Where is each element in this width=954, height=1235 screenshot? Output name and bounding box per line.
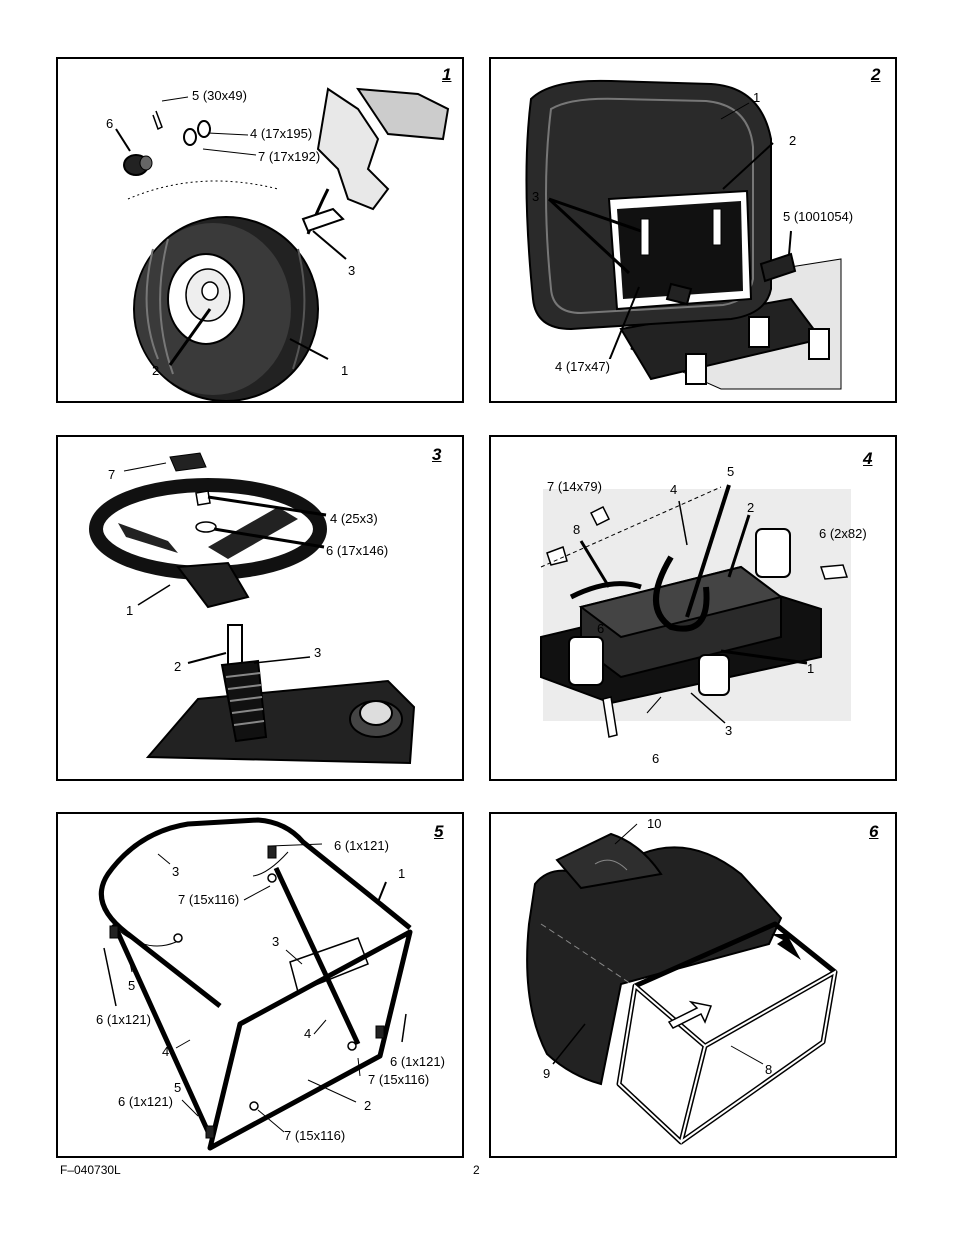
- part-label: 7: [108, 467, 116, 482]
- part-label: 5: [174, 1080, 182, 1095]
- part-label: 7 (14x79): [547, 479, 602, 494]
- part-label: 3: [348, 263, 356, 278]
- part-label: 2: [152, 363, 160, 378]
- part-label: 9: [543, 1066, 551, 1081]
- part-label: 3: [272, 934, 280, 949]
- part-label: 4: [162, 1044, 170, 1059]
- part-label: 7 (15x116): [284, 1128, 346, 1143]
- part-label: 3: [725, 723, 733, 738]
- part-label: 1: [341, 363, 349, 378]
- part-label: 6 (1x121): [96, 1012, 151, 1027]
- part-label: 10: [647, 816, 662, 831]
- part-label: 4: [670, 482, 678, 497]
- part-label: 8: [573, 522, 581, 537]
- part-label: 3: [314, 645, 322, 660]
- wheel-illustration: [115, 87, 450, 401]
- grass-bag-illustration: [526, 823, 838, 1145]
- part-label: 7 (17x192): [258, 149, 321, 164]
- part-label: 5 (30x49): [192, 88, 247, 103]
- part-label: 6 (1x121): [118, 1094, 173, 1109]
- part-label: 4 (17x195): [250, 126, 313, 141]
- seat-illustration: [525, 79, 842, 390]
- part-label: 5: [128, 978, 136, 993]
- page-number: 2: [473, 1163, 480, 1177]
- figure-panel-5: 5: [56, 812, 464, 1158]
- part-label: 5 (1001054): [783, 209, 854, 224]
- part-label: 1: [807, 661, 815, 676]
- part-label: 6: [597, 621, 605, 636]
- document-code: F–040730L: [60, 1163, 121, 1177]
- panel-number: 6: [869, 822, 879, 841]
- part-label: 7 (15x116): [178, 892, 240, 907]
- part-label: 3: [172, 864, 180, 879]
- part-label: 1: [398, 866, 406, 881]
- battery-illustration: [540, 484, 851, 738]
- part-label: 4: [304, 1026, 312, 1041]
- panel-number: 3: [432, 445, 442, 464]
- bag-frame-illustration: [98, 817, 413, 1151]
- part-label: 6: [652, 751, 660, 766]
- part-label: 6 (1x121): [390, 1054, 445, 1069]
- panel-number: 1: [442, 65, 452, 84]
- panel-number: 5: [434, 822, 444, 841]
- panel-number: 2: [871, 65, 881, 84]
- panel-number: 4: [863, 449, 873, 468]
- part-label: 1: [126, 603, 134, 618]
- steering-wheel-illustration: [89, 452, 416, 765]
- part-label: 1: [753, 90, 761, 105]
- part-label: 2: [364, 1098, 372, 1113]
- part-label: 4 (17x47): [553, 359, 612, 374]
- part-label: 5: [727, 464, 735, 479]
- part-label: 6 (2x82): [819, 526, 867, 541]
- part-label: 2: [789, 133, 797, 148]
- figure-panel-6: 6 10 9 8: [489, 812, 897, 1158]
- figure-panel-1: 1 5 (30x49) 6 4 (1: [56, 57, 464, 403]
- part-label: 7 (15x116): [368, 1072, 430, 1087]
- figure-panel-4: 4 5 7 (14x79) 4 2 8 6: [489, 435, 897, 781]
- part-label: 6 (1x121): [334, 838, 389, 853]
- part-label: 2: [747, 500, 755, 515]
- figure-panel-2: 2 1 2 3 5 (1001054) 4 (17x47): [489, 57, 897, 403]
- part-label: 6: [106, 116, 114, 131]
- part-label: 2: [174, 659, 182, 674]
- part-label: 3: [532, 189, 540, 204]
- part-label: 6 (17x146): [326, 543, 389, 558]
- figure-panel-3: 3 7 4 (25x3) 6 (17x146) 1 2 3: [56, 435, 464, 781]
- part-label: 8: [765, 1062, 773, 1077]
- part-label: 4 (25x3): [330, 511, 378, 526]
